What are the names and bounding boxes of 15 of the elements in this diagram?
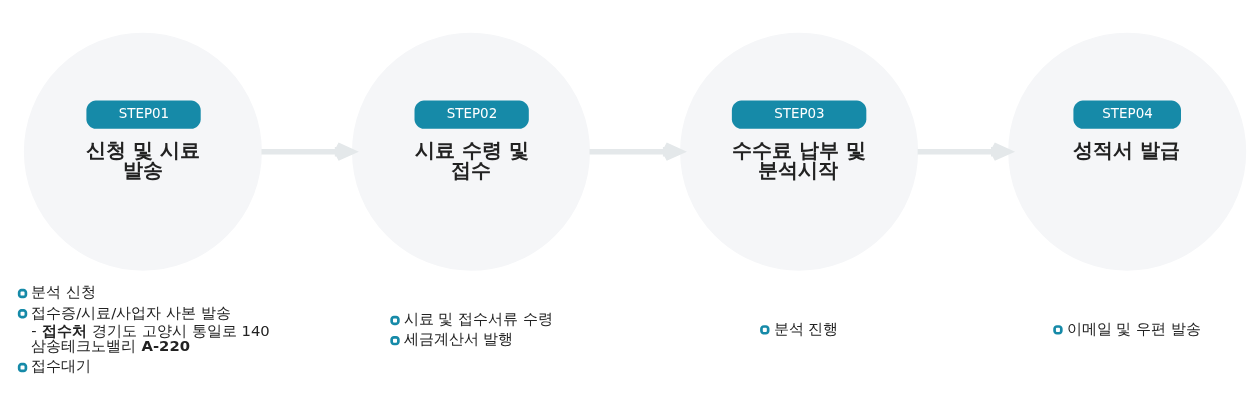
node-circle: STEP03 수수료 납부 및 분석시작 [680, 32, 919, 271]
node-label: 접수대기 [31, 356, 92, 374]
node-label: 분석 진행 [773, 319, 839, 337]
node-label: 이메일 및 우편 발송 [1066, 319, 1201, 337]
node-circle: STEP02 시료 수령 및 접수 [352, 32, 590, 271]
node-label: - 접수처 경기도 고양시 통일로 140 삼송테크노밸리 A-220 [31, 321, 270, 354]
arrow [589, 141, 684, 161]
arrow [917, 141, 1012, 161]
arrow [261, 141, 355, 161]
node-label: 분석 신청 [31, 282, 96, 300]
node-circle: STEP04 성적서 발급 [1008, 32, 1247, 271]
node-label: 시료 및 접수서류 수령 [403, 309, 553, 327]
node-label: 세금계산서 발행 [403, 329, 514, 347]
node-circle: STEP01 신청 및 시료 발송 [23, 32, 262, 271]
node-label: 접수증/시료/사업자 사본 발송 [31, 303, 231, 321]
